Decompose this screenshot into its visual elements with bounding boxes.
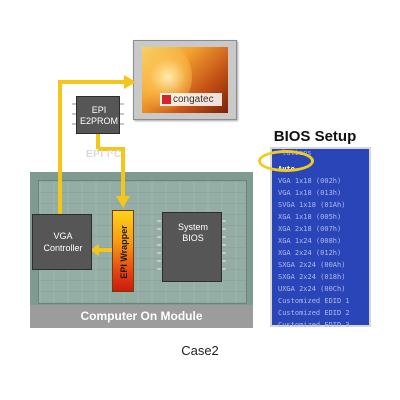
bios-option-item[interactable]: Customized EDID 2 — [278, 309, 350, 317]
auto-highlight-ellipse — [258, 150, 314, 172]
board-label: Computer On Module — [80, 309, 203, 323]
i2c-label: EPI I²C — [86, 149, 122, 160]
bios-setup-title: BIOS Setup — [273, 128, 357, 145]
board-label-bar: Computer On Module — [30, 305, 253, 328]
logo-text: congatec — [173, 94, 214, 105]
bios-setup-panel: lutions Auto VGA 1x18 (002h) VGA 1x18 (0… — [270, 147, 371, 329]
eeprom-label-line2: E2PROM — [79, 116, 118, 126]
bios-option-item[interactable]: XGA 1x18 (005h) — [278, 213, 342, 221]
epi-eeprom-chip: EPI E2PROM — [76, 96, 120, 134]
bios-option-item[interactable]: Customized EDID 1 — [278, 297, 350, 305]
bios-option-item[interactable]: UXGA 2x24 (00Ch) — [278, 285, 346, 293]
wrapper-arrowhead-icon — [116, 196, 130, 208]
bios-option-item[interactable]: SXGA 2x24 (00Ah) — [278, 261, 346, 269]
epi-wrapper-block: EPI Wrapper — [112, 210, 134, 292]
vga-controller-chip: VGA Controller — [32, 214, 92, 270]
wrapper-label: EPI Wrapper — [119, 225, 129, 279]
display-screen: congatec — [142, 47, 228, 113]
bios-option-item[interactable]: SXGA 2x24 (018h) — [278, 273, 346, 281]
bios-option-item[interactable]: Customized EDID 3 — [278, 321, 350, 329]
bios-chip-label-line1: System — [177, 222, 208, 232]
brand-logo: congatec — [160, 93, 222, 106]
system-bios-chip: System BIOS — [162, 212, 222, 282]
bios-option-item[interactable]: VGA 1x18 (002h) — [278, 177, 342, 185]
vga-label-line1: VGA — [53, 231, 73, 241]
bios-option-list: Auto VGA 1x18 (002h) VGA 1x18 (013h) SVG… — [278, 163, 370, 331]
i2c-to-wrapper-line — [98, 147, 125, 196]
bios-option-item[interactable]: VGA 1x18 (013h) — [278, 189, 342, 197]
bios-option-item[interactable]: XGA 2x24 (012h) — [278, 249, 342, 257]
vga-arrowhead-icon — [90, 244, 99, 256]
eeprom-label-line1: EPI — [91, 105, 107, 115]
logo-mark-icon — [162, 95, 171, 104]
vga-label-line2: Controller — [43, 243, 83, 253]
caption: Case2 — [181, 343, 219, 358]
display-arrowhead-icon — [124, 75, 136, 89]
bios-option-item[interactable]: XGA 2x18 (007h) — [278, 225, 342, 233]
display-monitor: congatec — [133, 40, 237, 120]
vga-to-display-line — [58, 80, 124, 216]
bios-option-item[interactable]: XGA 1x24 (008h) — [278, 237, 342, 245]
bios-chip-label-line2: BIOS — [182, 233, 204, 243]
bios-option-item[interactable]: SVGA 1x18 (01Ah) — [278, 201, 346, 209]
